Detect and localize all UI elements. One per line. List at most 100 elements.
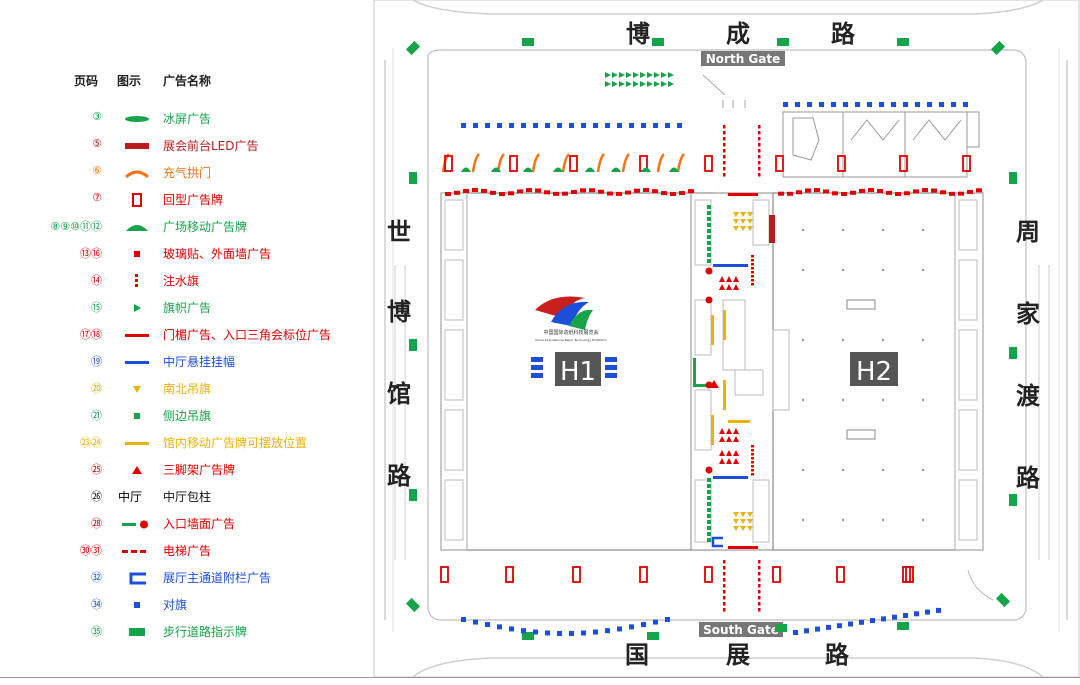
tripod-board-marker [709, 380, 719, 388]
water-flag-marker [758, 155, 761, 159]
pedestrian-sign-marker [897, 38, 909, 46]
legend-ad-name: 展会前台LED广告 [163, 139, 259, 153]
road-west-char: 博 [387, 298, 411, 326]
tripod-board-marker [733, 428, 739, 434]
flag-pair-marker [936, 607, 941, 613]
facade-ad-marker [904, 191, 910, 196]
hanging-flag-marker [740, 219, 746, 224]
flag-pair-marker [641, 123, 646, 128]
hall-banner-marker [531, 365, 543, 370]
pedestrian-sign-marker [409, 172, 417, 184]
banner-flag-marker [633, 81, 639, 87]
movable-board-zone-marker [711, 315, 714, 345]
flag-pair-marker [653, 619, 658, 625]
facade-ad-marker [580, 188, 586, 193]
flag-pair-marker [891, 102, 896, 107]
legend-page-number: ⑭ [91, 274, 102, 287]
tripod-board-marker [719, 276, 725, 282]
flag-pair-marker [915, 102, 920, 107]
tripod-board-marker [726, 276, 732, 282]
south-gate-label: South Gate [703, 623, 779, 637]
legend-symbol-bracket-icon [122, 570, 152, 585]
hall-banner-marker [531, 373, 543, 378]
banner-flag-marker [640, 81, 646, 87]
flag-pair-marker [843, 102, 848, 107]
frame-board-marker [639, 566, 648, 583]
facade-ad-marker [481, 188, 487, 193]
lintel-ad-marker [728, 193, 758, 196]
banner-flag-marker [647, 81, 653, 87]
legend-page-number: ⑲ [91, 355, 102, 368]
hall-banner-marker [531, 357, 543, 362]
inflatable-arch-marker [471, 153, 480, 173]
facade-ad-marker [634, 188, 640, 193]
flag-pair-marker [545, 123, 550, 128]
plaza-board-marker [491, 167, 501, 172]
facade-ad-marker [913, 189, 919, 194]
legend-ad-name: 电梯广告 [163, 544, 212, 558]
facade-ad-marker [544, 190, 550, 195]
hall-h1-label: H1 [555, 352, 601, 387]
facade-ad-marker [922, 188, 928, 193]
hanging-flag-marker [733, 212, 739, 217]
facade-ad-marker [931, 188, 937, 193]
entrance-wall-dot-marker [705, 466, 713, 474]
flag-pair-marker [795, 102, 800, 107]
legend-ad-name: 侧边吊旗 [163, 409, 212, 423]
tripod-board-marker [726, 428, 732, 434]
road-south-char: 展 [726, 641, 750, 669]
flag-pair-marker [521, 123, 526, 128]
facade-ad-marker [445, 191, 451, 196]
side-flag-marker [707, 211, 711, 215]
facade-ad-marker [508, 191, 514, 196]
water-flag-marker [723, 161, 726, 165]
legend-page-number: ㉟ [91, 625, 102, 638]
legend-symbol-line-yellow-icon [122, 435, 152, 449]
escalator-ad-marker [751, 445, 754, 448]
inflatable-arch-marker [656, 153, 665, 173]
flag-pair-marker [617, 123, 622, 128]
hanging-flag-marker [740, 226, 746, 231]
water-flag-marker [723, 596, 726, 600]
banner-flag-marker [626, 81, 632, 87]
frame-board-marker [836, 566, 845, 583]
flag-pair-marker [665, 617, 670, 622]
road-west-char: 馆 [387, 380, 411, 408]
pedestrian-sign-marker [1009, 172, 1017, 184]
facade-ad-marker [877, 188, 883, 193]
water-flag-marker [758, 566, 761, 570]
legend-page-number: ⑮ [91, 301, 102, 314]
plaza-board-marker [641, 167, 651, 172]
flag-pair-marker [951, 102, 956, 107]
water-flag-marker [723, 566, 726, 570]
facade-ad-marker [463, 188, 469, 193]
frame-board-marker [505, 566, 514, 583]
escalator-ad-marker [751, 473, 754, 476]
flag-pair-marker [605, 628, 610, 634]
legend-page-number: ⑦ [92, 191, 102, 204]
escalator-ad-marker [751, 267, 754, 270]
legend-symbol-tri-right-icon [122, 300, 152, 314]
side-flag-marker [707, 490, 711, 494]
water-flag-marker [758, 167, 761, 171]
road-west-char: 路 [387, 462, 412, 490]
facade-ad-marker [499, 191, 505, 196]
hanging-flag-marker [733, 526, 739, 531]
hanging-flag-marker [747, 519, 753, 524]
frame-board-marker [899, 155, 908, 172]
banner-flag-marker [668, 72, 674, 78]
tripod-board-marker [726, 458, 732, 464]
legend-ad-name: 充气拱门 [163, 166, 212, 180]
tripod-board-marker [733, 450, 739, 456]
hanging-flag-marker [740, 526, 746, 531]
hall-h2-label: H2 [850, 352, 898, 387]
atrium-banner-marker [713, 264, 748, 267]
water-flag-marker [758, 578, 761, 582]
water-flag-marker [758, 572, 761, 576]
escalator-ad-marker [751, 263, 754, 266]
facade-ad-marker [778, 191, 784, 196]
legend-page-number: ⑰⑱ [80, 328, 102, 341]
